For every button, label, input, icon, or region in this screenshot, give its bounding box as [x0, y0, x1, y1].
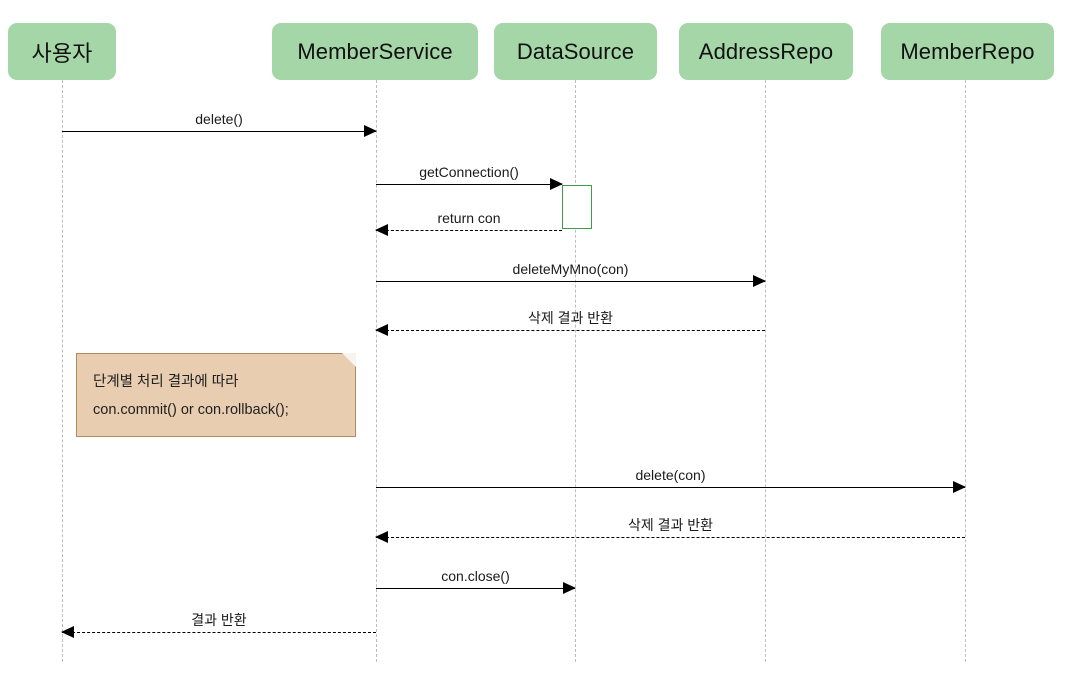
message-label-delete: delete(): [195, 110, 243, 127]
participant-label-memberservice: MemberService: [297, 38, 453, 64]
message-line-address-delete-result: [376, 330, 765, 331]
message-label-address-delete-result: 삭제 결과 반환: [527, 309, 614, 326]
message-label-delete-con: delete(con): [635, 466, 706, 483]
message-line-member-delete-result: [376, 537, 965, 538]
arrowhead-return-con: [375, 224, 388, 236]
note-transaction[interactable]: 단계별 처리 결과에 따라 con.commit() or con.rollba…: [76, 353, 356, 437]
message-label-member-delete-result: 삭제 결과 반환: [627, 516, 714, 533]
lifeline-addressrepo: [765, 80, 766, 662]
arrowhead-deletemymno: [753, 275, 766, 287]
message-label-getconnection: getConnection(): [419, 163, 519, 180]
arrowhead-delete: [364, 125, 377, 137]
message-line-delete: [62, 131, 376, 132]
message-label-con-close: con.close(): [441, 567, 510, 584]
note-line-2: con.commit() or con.rollback();: [93, 402, 289, 419]
participant-memberservice[interactable]: MemberService: [272, 23, 478, 80]
message-line-getconnection: [376, 184, 562, 185]
arrowhead-getconnection: [550, 178, 563, 190]
lifeline-user: [62, 80, 63, 662]
participant-datasource[interactable]: DataSource: [494, 23, 657, 80]
message-label-deletemymno: deleteMyMno(con): [512, 260, 629, 277]
lifeline-memberservice: [376, 80, 377, 662]
arrowhead-delete-con: [953, 481, 966, 493]
message-line-deletemymno: [376, 281, 765, 282]
message-line-return-con: [376, 230, 562, 231]
arrowhead-address-delete-result: [375, 324, 388, 336]
activation-bar-datasource: [562, 185, 592, 229]
participant-label-datasource: DataSource: [516, 38, 635, 64]
message-label-final-result: 결과 반환: [191, 611, 247, 628]
participant-addressrepo[interactable]: AddressRepo: [679, 23, 853, 80]
lifeline-datasource: [575, 80, 576, 662]
participant-label-addressrepo: AddressRepo: [698, 38, 834, 64]
message-line-final-result: [62, 632, 376, 633]
arrowhead-final-result: [61, 626, 74, 638]
message-line-con-close: [376, 588, 575, 589]
participant-label-memberrepo: MemberRepo: [900, 38, 1035, 64]
message-line-delete-con: [376, 487, 965, 488]
message-label-return-con: return con: [437, 209, 501, 226]
participant-label-user: 사용자: [31, 40, 93, 66]
arrowhead-member-delete-result: [375, 531, 388, 543]
lifeline-memberrepo: [965, 80, 966, 662]
participant-user[interactable]: 사용자: [8, 23, 116, 80]
note-line-1: 단계별 처리 결과에 따라: [93, 374, 239, 390]
participant-memberrepo[interactable]: MemberRepo: [881, 23, 1054, 80]
note-fold-corner-icon: [342, 353, 356, 367]
arrowhead-con-close: [563, 582, 576, 594]
